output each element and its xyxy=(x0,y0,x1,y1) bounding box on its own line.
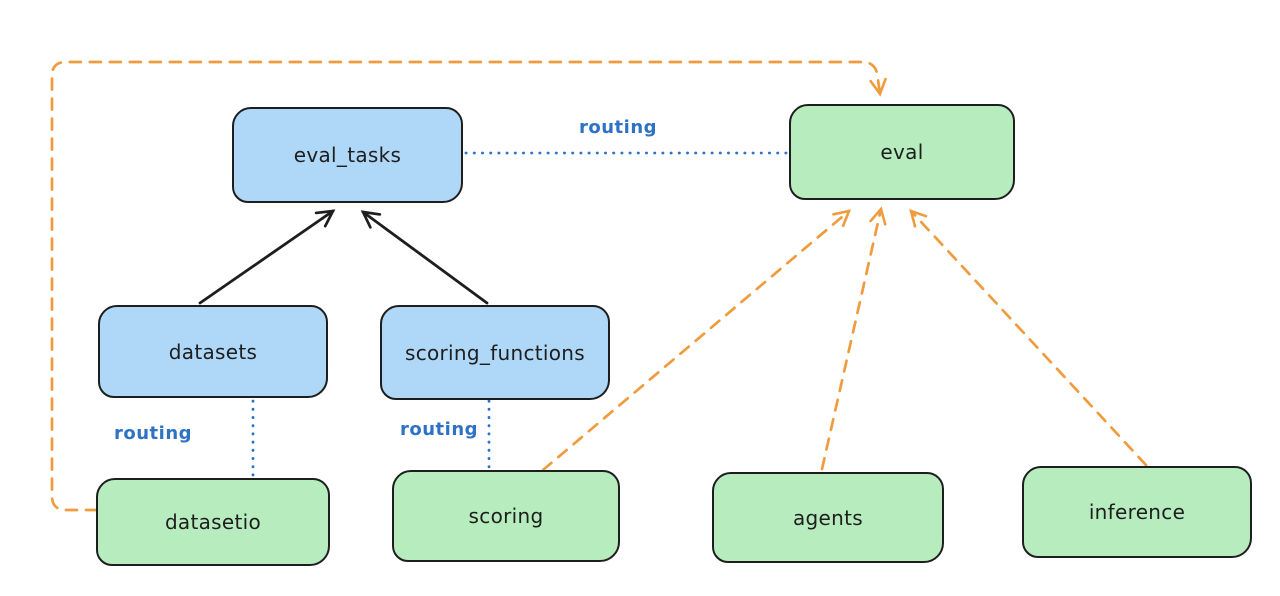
node-inference: inference xyxy=(1022,466,1252,558)
edge-agents-to-eval xyxy=(820,206,887,471)
node-agents: agents xyxy=(712,472,944,563)
node-eval-tasks-label: eval_tasks xyxy=(293,143,402,167)
node-datasets-label: datasets xyxy=(168,339,258,364)
edge-label-scoring-functions-to-scoring: routing xyxy=(399,419,479,440)
node-eval: eval xyxy=(789,104,1015,200)
node-datasetio: datasetio xyxy=(96,478,330,566)
edge-label-datasets-to-datasetio: routing xyxy=(113,423,193,444)
node-scoring-label: scoring xyxy=(468,504,544,528)
node-scoring-functions: scoring_functions xyxy=(380,305,610,400)
node-agents-label: agents xyxy=(793,505,863,530)
node-scoring-functions-label: scoring_functions xyxy=(404,340,586,365)
edge-datasets-to-eval-tasks xyxy=(198,209,336,305)
node-eval-tasks: eval_tasks xyxy=(232,107,463,203)
node-inference-label: inference xyxy=(1088,500,1186,524)
node-scoring: scoring xyxy=(392,470,620,562)
node-datasets: datasets xyxy=(98,305,328,398)
node-eval-label: eval xyxy=(880,140,924,164)
node-datasetio-label: datasetio xyxy=(164,510,262,534)
edge-scoring-to-eval xyxy=(541,209,852,472)
edge-label-eval-tasks-to-eval: routing xyxy=(578,117,658,138)
edge-inference-to-eval xyxy=(909,208,1148,467)
edge-datasetio-to-eval xyxy=(50,60,887,512)
edge-scoring-functions-to-eval-tasks xyxy=(360,210,489,305)
